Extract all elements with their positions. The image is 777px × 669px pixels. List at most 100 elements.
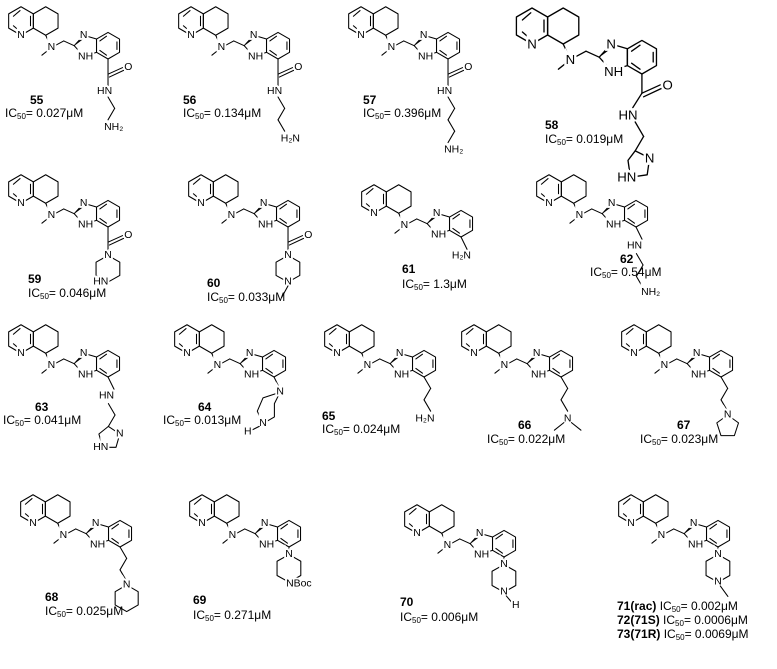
compound-activity: IC50= 0.033μM [207,290,285,308]
imidazole-n-label: N [80,30,88,41]
bond [178,328,187,335]
atom-label: HN [93,442,108,453]
bond [352,25,361,32]
bond [225,202,232,217]
bond [277,107,286,121]
atom-label: H [512,600,520,611]
cyclohexane-ring [560,174,587,204]
imidazole-n-label: N [693,348,701,359]
bond [50,358,65,367]
compound-id: 71(rac) [617,599,660,613]
bond [230,208,245,217]
bond [688,355,698,363]
compound-id: 55 [30,93,44,107]
imidazole-nh-label: NH [90,540,105,551]
bond [709,523,718,530]
bond [222,535,233,544]
compound-activity: IC50= 0.134μM [183,106,261,124]
compound-id: 58 [545,118,559,132]
bond [221,215,232,224]
ic50-value: IC50= 0.046μM [28,286,107,301]
bond [269,49,278,56]
compound-activity: IC50= 1.3μM [402,277,467,295]
atom-label: NH₂ [641,287,660,298]
imidazole-n-label: N [396,348,404,359]
bond [357,365,368,374]
bond [352,10,361,17]
bond [99,353,108,360]
cyclohexane-ring [202,6,229,36]
bond [416,218,428,225]
imidazole-n-label: N [261,518,269,529]
bond [63,358,75,365]
bond [398,212,405,227]
bond [273,376,281,390]
bond [446,538,461,547]
bond [635,253,644,266]
compound-id: 68 [45,590,59,604]
bond [439,49,448,56]
bond [211,352,218,367]
atom-label: N [116,429,124,440]
pyridine-n-label: N [333,348,341,359]
bond [622,498,631,505]
bond [627,203,636,210]
atom-label: H [244,427,252,438]
bond [569,50,587,61]
atom-label: O [124,62,132,73]
compound-activity: IC50= 0.025μM [45,604,123,622]
compound-id: 72(71S) [617,613,664,627]
bond [562,43,572,61]
bond [75,37,85,45]
bond [182,25,191,32]
bond [63,40,75,47]
atom-label: H₂N [452,251,471,262]
bond [45,34,52,49]
benzene-ring [95,199,121,228]
bond [99,35,108,42]
bond [460,236,468,250]
atom-label: H₂N [281,133,300,144]
bond [99,217,108,224]
atom-label: N [104,250,112,261]
bond [111,537,120,544]
compound-id: 62 [620,252,634,266]
bond [719,585,729,597]
bond [365,188,374,195]
compound-activity: IC50= 0.022μM [487,432,565,450]
imidazole-nh-label: NH [691,370,706,381]
ic50-value: IC50= 0.027μM [5,106,84,121]
pyridine-n-label: N [29,518,37,529]
bond [182,10,191,17]
bond [12,25,21,32]
bond [366,358,381,367]
atom-label: N [285,549,293,560]
bond [495,533,504,540]
ic50-value: IC50= 0.019μM [545,132,624,147]
bond [12,343,21,350]
bond [12,178,21,185]
ic50-value: IC50= 0.041μM [3,413,82,428]
imidazole-n-label: N [476,528,484,539]
bond [423,387,432,401]
bond [591,208,603,215]
bond [281,285,289,298]
cyclohexane-ring [385,184,412,214]
imidazole-ring [98,425,121,448]
compound-id: 63 [35,400,49,414]
amine-n-label: N [60,530,68,541]
atom-label: HN [93,277,108,288]
bond [45,202,52,217]
bond [99,203,108,210]
compound-activity: IC50= 0.006μM [400,610,478,628]
bond [635,264,644,277]
atom-label: N [259,418,267,429]
bond [627,217,636,224]
